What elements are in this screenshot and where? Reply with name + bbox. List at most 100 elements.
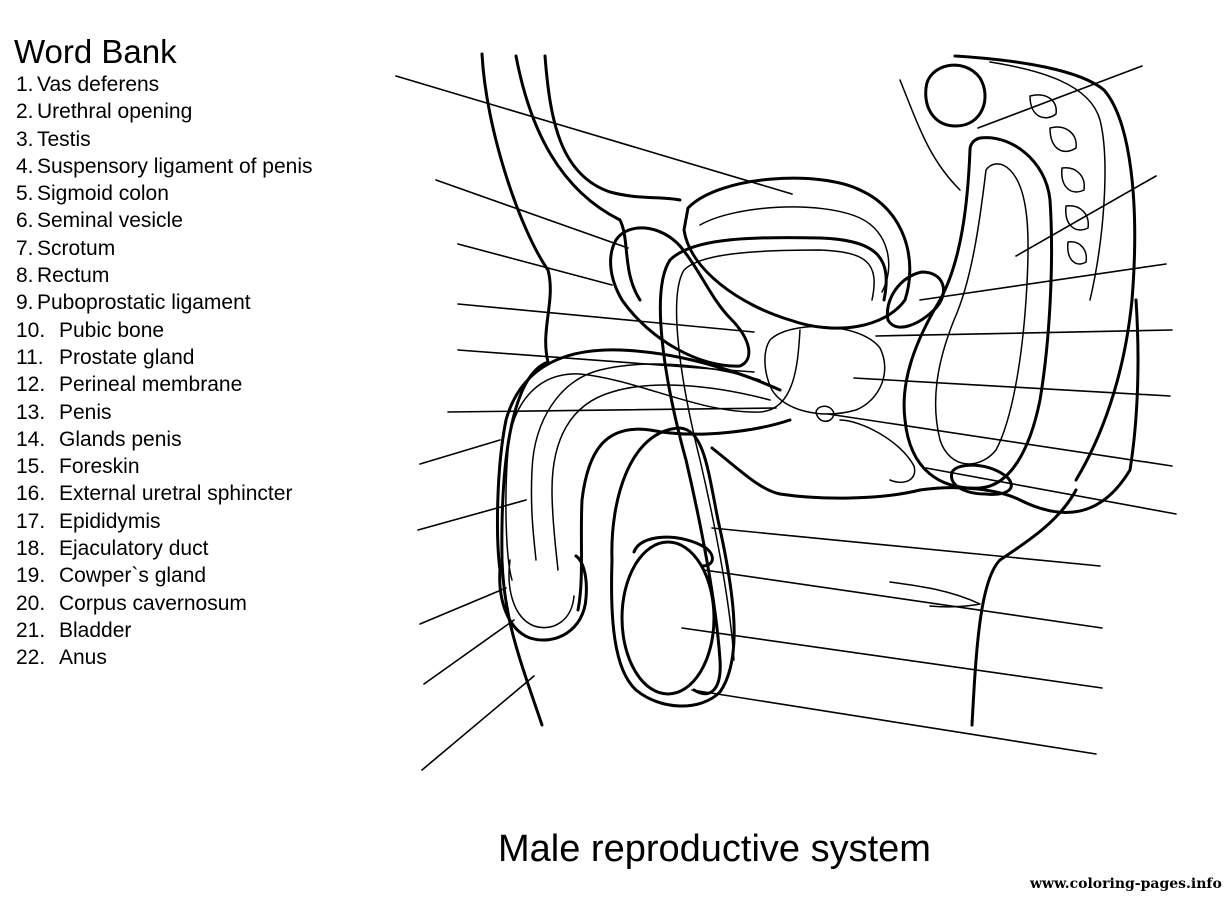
word-bank-item: 19.Cowper`s gland <box>16 562 313 589</box>
leader-line-left-4 <box>457 303 755 333</box>
item-number: 1. <box>16 73 34 96</box>
word-bank-title: Word Bank <box>14 33 177 70</box>
perineal-membrane <box>839 419 916 484</box>
diagram-caption: Male reproductive system <box>498 828 931 870</box>
word-bank-item: 14. Glands penis <box>16 426 313 453</box>
inner-abdomen-curve-2 <box>543 54 682 202</box>
abdomen-front-outline <box>480 52 552 364</box>
word-bank-item: 13.Penis <box>16 399 313 426</box>
vertebra-5 <box>1067 241 1088 265</box>
item-number: 5. <box>16 182 34 206</box>
leader-line-right-10 <box>681 627 1103 689</box>
leader-line-left-7 <box>419 439 501 465</box>
epididymis <box>632 535 714 568</box>
leader-line-left-8 <box>417 499 527 531</box>
penis-upper <box>496 348 782 572</box>
word-bank-item: 21. Bladder <box>16 617 313 644</box>
urethra <box>505 329 801 581</box>
bladder-outline <box>682 176 912 330</box>
seminal-vesicle <box>885 270 945 329</box>
item-label: Vas deferens <box>37 73 160 96</box>
item-label: Suspensory ligament of penis <box>37 154 313 178</box>
rectum-outer <box>902 136 1054 490</box>
item-label: Glands penis <box>59 427 182 451</box>
item-number: 18. <box>16 537 46 561</box>
item-number: 14. <box>16 427 46 451</box>
leader-line-right-8 <box>711 527 1101 567</box>
word-bank-item: 5.Sigmoid colon <box>16 180 313 207</box>
item-number: 21. <box>16 618 46 642</box>
sacrum-inner <box>989 61 1106 301</box>
cowpers-gland <box>815 405 835 422</box>
leader-line-left-1 <box>395 75 793 195</box>
word-bank-item: 22. Anus <box>16 644 313 671</box>
item-number: 4. <box>16 154 34 178</box>
vertebra-1 <box>1029 94 1057 119</box>
vertebra-3 <box>1061 167 1085 193</box>
word-bank-item: 6.Seminal vesicle <box>16 207 313 234</box>
word-bank-item: 12. Perineal membrane <box>16 371 313 398</box>
corpus-cavernosum-1 <box>530 363 761 561</box>
item-number: 16. <box>16 482 46 506</box>
corpus-cavernosum-2 <box>551 384 771 571</box>
item-label: Foreskin <box>59 455 140 479</box>
item-label: Corpus cavernosum <box>59 591 247 615</box>
word-bank-item: 1.Vas deferens <box>16 71 313 98</box>
vas-deferens <box>658 236 888 696</box>
thigh-front-outline <box>500 360 550 727</box>
item-number: 12. <box>16 373 46 397</box>
rectum-inner <box>934 163 1029 465</box>
word-bank-item: 2.Urethral opening <box>16 98 313 125</box>
item-label: Anus <box>59 646 107 670</box>
item-label: Sigmoid colon <box>37 182 169 206</box>
item-label: Prostate gland <box>59 345 195 369</box>
buttock-lower <box>970 488 1078 727</box>
word-bank-item: 11.Prostate gland <box>16 344 313 371</box>
leader-line-right-2 <box>1015 175 1157 257</box>
item-number: 15. <box>16 455 46 479</box>
leader-line-left-5 <box>457 349 755 373</box>
scrotum <box>610 426 736 708</box>
item-number: 6. <box>16 209 34 233</box>
leader-line-right-9 <box>703 569 1103 629</box>
word-bank-item: 9.Puboprostatic ligament <box>16 289 313 316</box>
word-bank-list: 1.Vas deferens 2.Urethral opening 3.Test… <box>16 71 313 672</box>
item-number: 2. <box>16 100 34 124</box>
item-label: Perineal membrane <box>59 373 243 397</box>
leader-line-left-9 <box>419 587 507 625</box>
item-number: 9. <box>16 291 34 315</box>
penis-lower <box>576 418 792 612</box>
leader-line-left-6 <box>447 407 777 413</box>
leader-line-left-10 <box>423 619 515 685</box>
word-bank-item: 7.Scrotum <box>16 235 313 262</box>
item-label: Testis <box>37 127 91 151</box>
item-label: Ejaculatory duct <box>59 537 209 561</box>
leader-line-left-11 <box>421 675 535 771</box>
item-label: External uretral sphincter <box>59 482 293 506</box>
word-bank-item: 18. Ejaculatory duct <box>16 535 313 562</box>
item-number: 22. <box>16 646 46 670</box>
item-label: Rectum <box>37 264 110 288</box>
abdominal-wall-line <box>899 79 961 191</box>
glans-penis <box>498 554 588 642</box>
vertebra-4 <box>1065 205 1089 231</box>
item-label: Scrotum <box>37 236 116 260</box>
site-watermark: www.coloring-pages.info <box>1030 876 1222 892</box>
word-bank-item: 20.Corpus cavernosum <box>16 590 313 617</box>
item-number: 3. <box>16 127 34 151</box>
pubic-bone <box>609 226 751 368</box>
item-label: Bladder <box>59 618 132 642</box>
item-label: Urethral opening <box>37 100 193 124</box>
leader-line-right-4 <box>875 329 1173 337</box>
leader-line-left-3 <box>457 243 613 286</box>
word-bank-item: 4.Suspensory ligament of penis <box>16 153 313 180</box>
leader-line-right-3 <box>919 263 1167 301</box>
item-number: 7. <box>16 236 34 260</box>
perineum-outline <box>710 298 1140 514</box>
thigh-fold <box>889 581 981 608</box>
word-bank-item: 3.Testis <box>16 126 313 153</box>
foreskin <box>508 559 575 629</box>
word-bank-item: 16. External uretral sphincter <box>16 480 313 507</box>
item-number: 19. <box>16 564 46 588</box>
